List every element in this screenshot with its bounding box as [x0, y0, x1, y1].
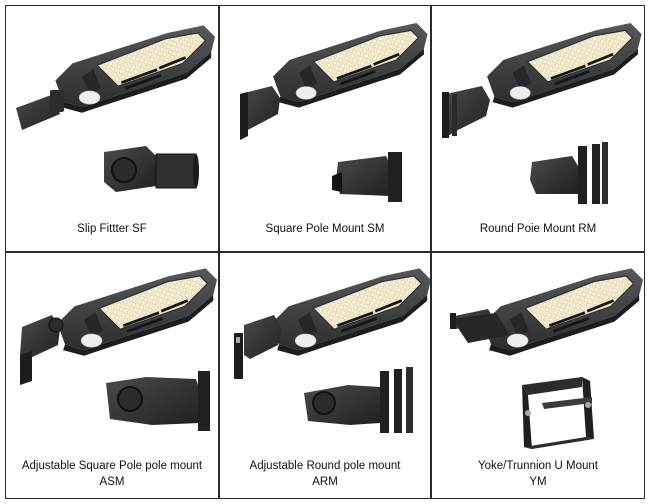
caption-line1: Square Pole Mount SM — [265, 223, 385, 235]
option-yoke-trunnion-mount: Yoke/Trunnion U Mount YM — [431, 252, 645, 499]
option-adjustable-round-pole-mount: Adjustable Round pole mount ARM — [219, 252, 431, 499]
adjustable-round-mount-image — [234, 267, 430, 433]
caption-line1: Adjustable Round pole mount — [249, 460, 401, 472]
option-slip-fitter: Slip Fittter SF — [5, 5, 219, 252]
square-pole-mount-image — [240, 22, 429, 202]
caption-line2: ASM — [99, 476, 125, 488]
slip-fitter-image — [16, 24, 216, 192]
option-round-pole-mount: Round Poie Mount RM — [431, 5, 645, 252]
caption-line1: Yoke/Trunnion U Mount — [478, 460, 598, 472]
option-square-pole-mount: Square Pole Mount SM — [219, 5, 431, 252]
caption-line2: ARM — [312, 476, 338, 488]
yoke-mount-image — [450, 267, 644, 449]
caption-line1: Round Poie Mount RM — [479, 223, 597, 235]
round-pole-mount-image — [442, 22, 643, 204]
caption-line2: YM — [529, 476, 547, 488]
mount-options-grid: Slip Fittter SF Square Pole Mount SM Rou… — [5, 5, 645, 499]
caption-line1: Slip Fittter SF — [77, 223, 147, 235]
option-adjustable-square-pole-mount: Adjustable Square Pole pole mount ASM — [5, 252, 219, 499]
caption-line1: Adjustable Square Pole pole mount — [21, 460, 203, 472]
adjustable-square-mount-image — [20, 267, 218, 431]
